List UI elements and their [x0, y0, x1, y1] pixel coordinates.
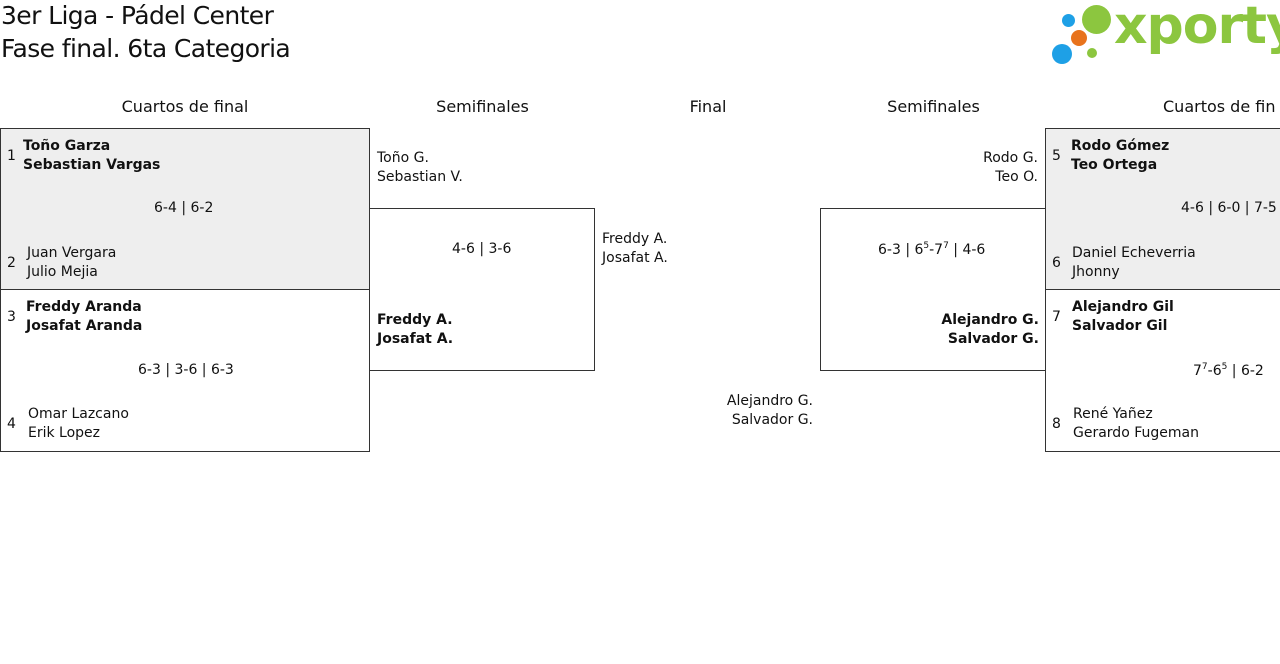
player-name: Alejandro Gil	[1072, 299, 1174, 315]
loser-pair: René Yañez Gerardo Fugeman	[1073, 405, 1199, 443]
seed-number: 7	[1052, 309, 1061, 325]
player-name: Sebastian V.	[377, 169, 463, 185]
player-name: Daniel Echeverria	[1072, 245, 1196, 261]
player-name: Salvador G.	[731, 412, 813, 428]
loser-pair: Daniel Echeverria Jhonny	[1072, 244, 1196, 282]
logo-dot-blue	[1052, 44, 1072, 64]
logo-text: xporty	[1114, 0, 1280, 56]
header-semifinals-left: Semifinales	[436, 97, 529, 116]
player-name: Gerardo Fugeman	[1073, 425, 1199, 441]
header-quarterfinals-left: Cuartos de final	[121, 97, 249, 116]
match-score: 4-6 | 6-0 | 7-5	[1181, 200, 1277, 216]
final-left-pair: Freddy A. Josafat A.	[602, 230, 668, 268]
score-part: -6	[1207, 363, 1222, 379]
player-name: Toño Garza	[23, 138, 111, 154]
score-part: | 6-2	[1227, 363, 1264, 379]
quarterfinal-match-2[interactable]: 3 Freddy Aranda Josafat Aranda 6-3 | 3-6…	[0, 289, 370, 452]
player-name: Teo O.	[995, 169, 1038, 185]
seed-number: 3	[7, 309, 16, 325]
tiebreak-score: 7	[943, 241, 949, 251]
semifinal-2-top-pair: Rodo G. Teo O.	[983, 149, 1038, 187]
player-name: Alejandro G.	[726, 393, 813, 409]
semifinal-match-1[interactable]: 4-6 | 3-6 Freddy A. Josafat A.	[369, 208, 595, 371]
seed-number: 1	[7, 148, 16, 164]
header-final: Final	[689, 97, 727, 116]
player-name: Freddy Aranda	[26, 299, 142, 315]
player-name: Erik Lopez	[28, 425, 101, 441]
player-name: Sebastian Vargas	[23, 157, 161, 173]
player-name: Juan Vergara	[27, 245, 117, 261]
player-name: René Yañez	[1073, 406, 1153, 422]
score-part: -7	[929, 242, 944, 258]
player-name: Rodo G.	[983, 150, 1038, 166]
header-quarterfinals-right: Cuartos de fin	[1163, 97, 1276, 116]
quarterfinal-match-4[interactable]: 7 Alejandro Gil Salvador Gil 77-65 | 6-2…	[1045, 289, 1280, 452]
semifinal-match-2[interactable]: 6-3 | 65-77 | 4-6 Alejandro G. Salvador …	[820, 208, 1046, 371]
player-name: Josafat Aranda	[26, 318, 143, 334]
loser-pair: Juan Vergara Julio Mejia	[27, 244, 116, 282]
xporty-logo: xporty	[1052, 0, 1280, 68]
match-score: 77-65 | 6-2	[1193, 362, 1264, 379]
header-semifinals-right: Semifinales	[887, 97, 980, 116]
winner-pair: Freddy A. Josafat A.	[377, 311, 453, 349]
page-title: 3er Liga - Pádel Center	[1, 1, 274, 30]
match-score: 6-4 | 6-2	[154, 200, 214, 216]
tiebreak-score: 5	[1221, 362, 1228, 372]
logo-dot-green-small	[1087, 48, 1097, 58]
quarterfinal-match-3[interactable]: 5 Rodo Gómez Teo Ortega 4-6 | 6-0 | 7-5 …	[1045, 128, 1280, 290]
player-name: Josafat A.	[377, 331, 454, 347]
logo-dot-blue-small	[1062, 14, 1075, 27]
player-name: Alejandro G.	[941, 312, 1039, 328]
player-name: Salvador G.	[947, 331, 1039, 347]
seed-number: 4	[7, 416, 16, 432]
match-score: 6-3 | 65-77 | 4-6	[878, 241, 985, 258]
seed-number: 8	[1052, 416, 1061, 432]
seed-number: 6	[1052, 255, 1061, 271]
loser-pair: Omar Lazcano Erik Lopez	[28, 405, 129, 443]
seed-number: 2	[7, 255, 16, 271]
tiebreak-score: 5	[923, 241, 930, 251]
player-name: Rodo Gómez	[1071, 138, 1170, 154]
match-score: 6-3 | 3-6 | 6-3	[138, 362, 234, 378]
logo-dot-green	[1082, 5, 1111, 34]
page-subtitle: Fase final. 6ta Categoria	[1, 34, 291, 63]
score-part: | 4-6	[948, 242, 986, 258]
seed-number: 5	[1052, 148, 1061, 164]
player-name: Salvador Gil	[1072, 318, 1168, 334]
final-right-pair: Alejandro G. Salvador G.	[727, 392, 813, 430]
match-score: 4-6 | 3-6	[452, 241, 512, 257]
player-name: Jhonny	[1072, 264, 1120, 280]
winner-pair: Freddy Aranda Josafat Aranda	[26, 298, 142, 336]
semifinal-1-top-pair: Toño G. Sebastian V.	[377, 149, 463, 187]
player-name: Freddy A.	[602, 231, 668, 247]
winner-pair: Rodo Gómez Teo Ortega	[1071, 137, 1169, 175]
player-name: Teo Ortega	[1071, 157, 1158, 173]
winner-pair: Toño Garza Sebastian Vargas	[23, 137, 160, 175]
winner-pair: Alejandro G. Salvador G.	[941, 311, 1039, 349]
winner-pair: Alejandro Gil Salvador Gil	[1072, 298, 1174, 336]
score-part: 6-3 | 6	[878, 242, 924, 258]
player-name: Josafat A.	[602, 250, 668, 266]
player-name: Toño G.	[377, 150, 429, 166]
score-part: 7	[1193, 363, 1202, 379]
player-name: Freddy A.	[377, 312, 453, 328]
tiebreak-score: 7	[1201, 362, 1208, 372]
player-name: Julio Mejia	[27, 264, 98, 280]
player-name: Omar Lazcano	[28, 406, 129, 422]
logo-dot-orange	[1071, 30, 1087, 46]
quarterfinal-match-1[interactable]: 1 Toño Garza Sebastian Vargas 6-4 | 6-2 …	[0, 128, 370, 290]
